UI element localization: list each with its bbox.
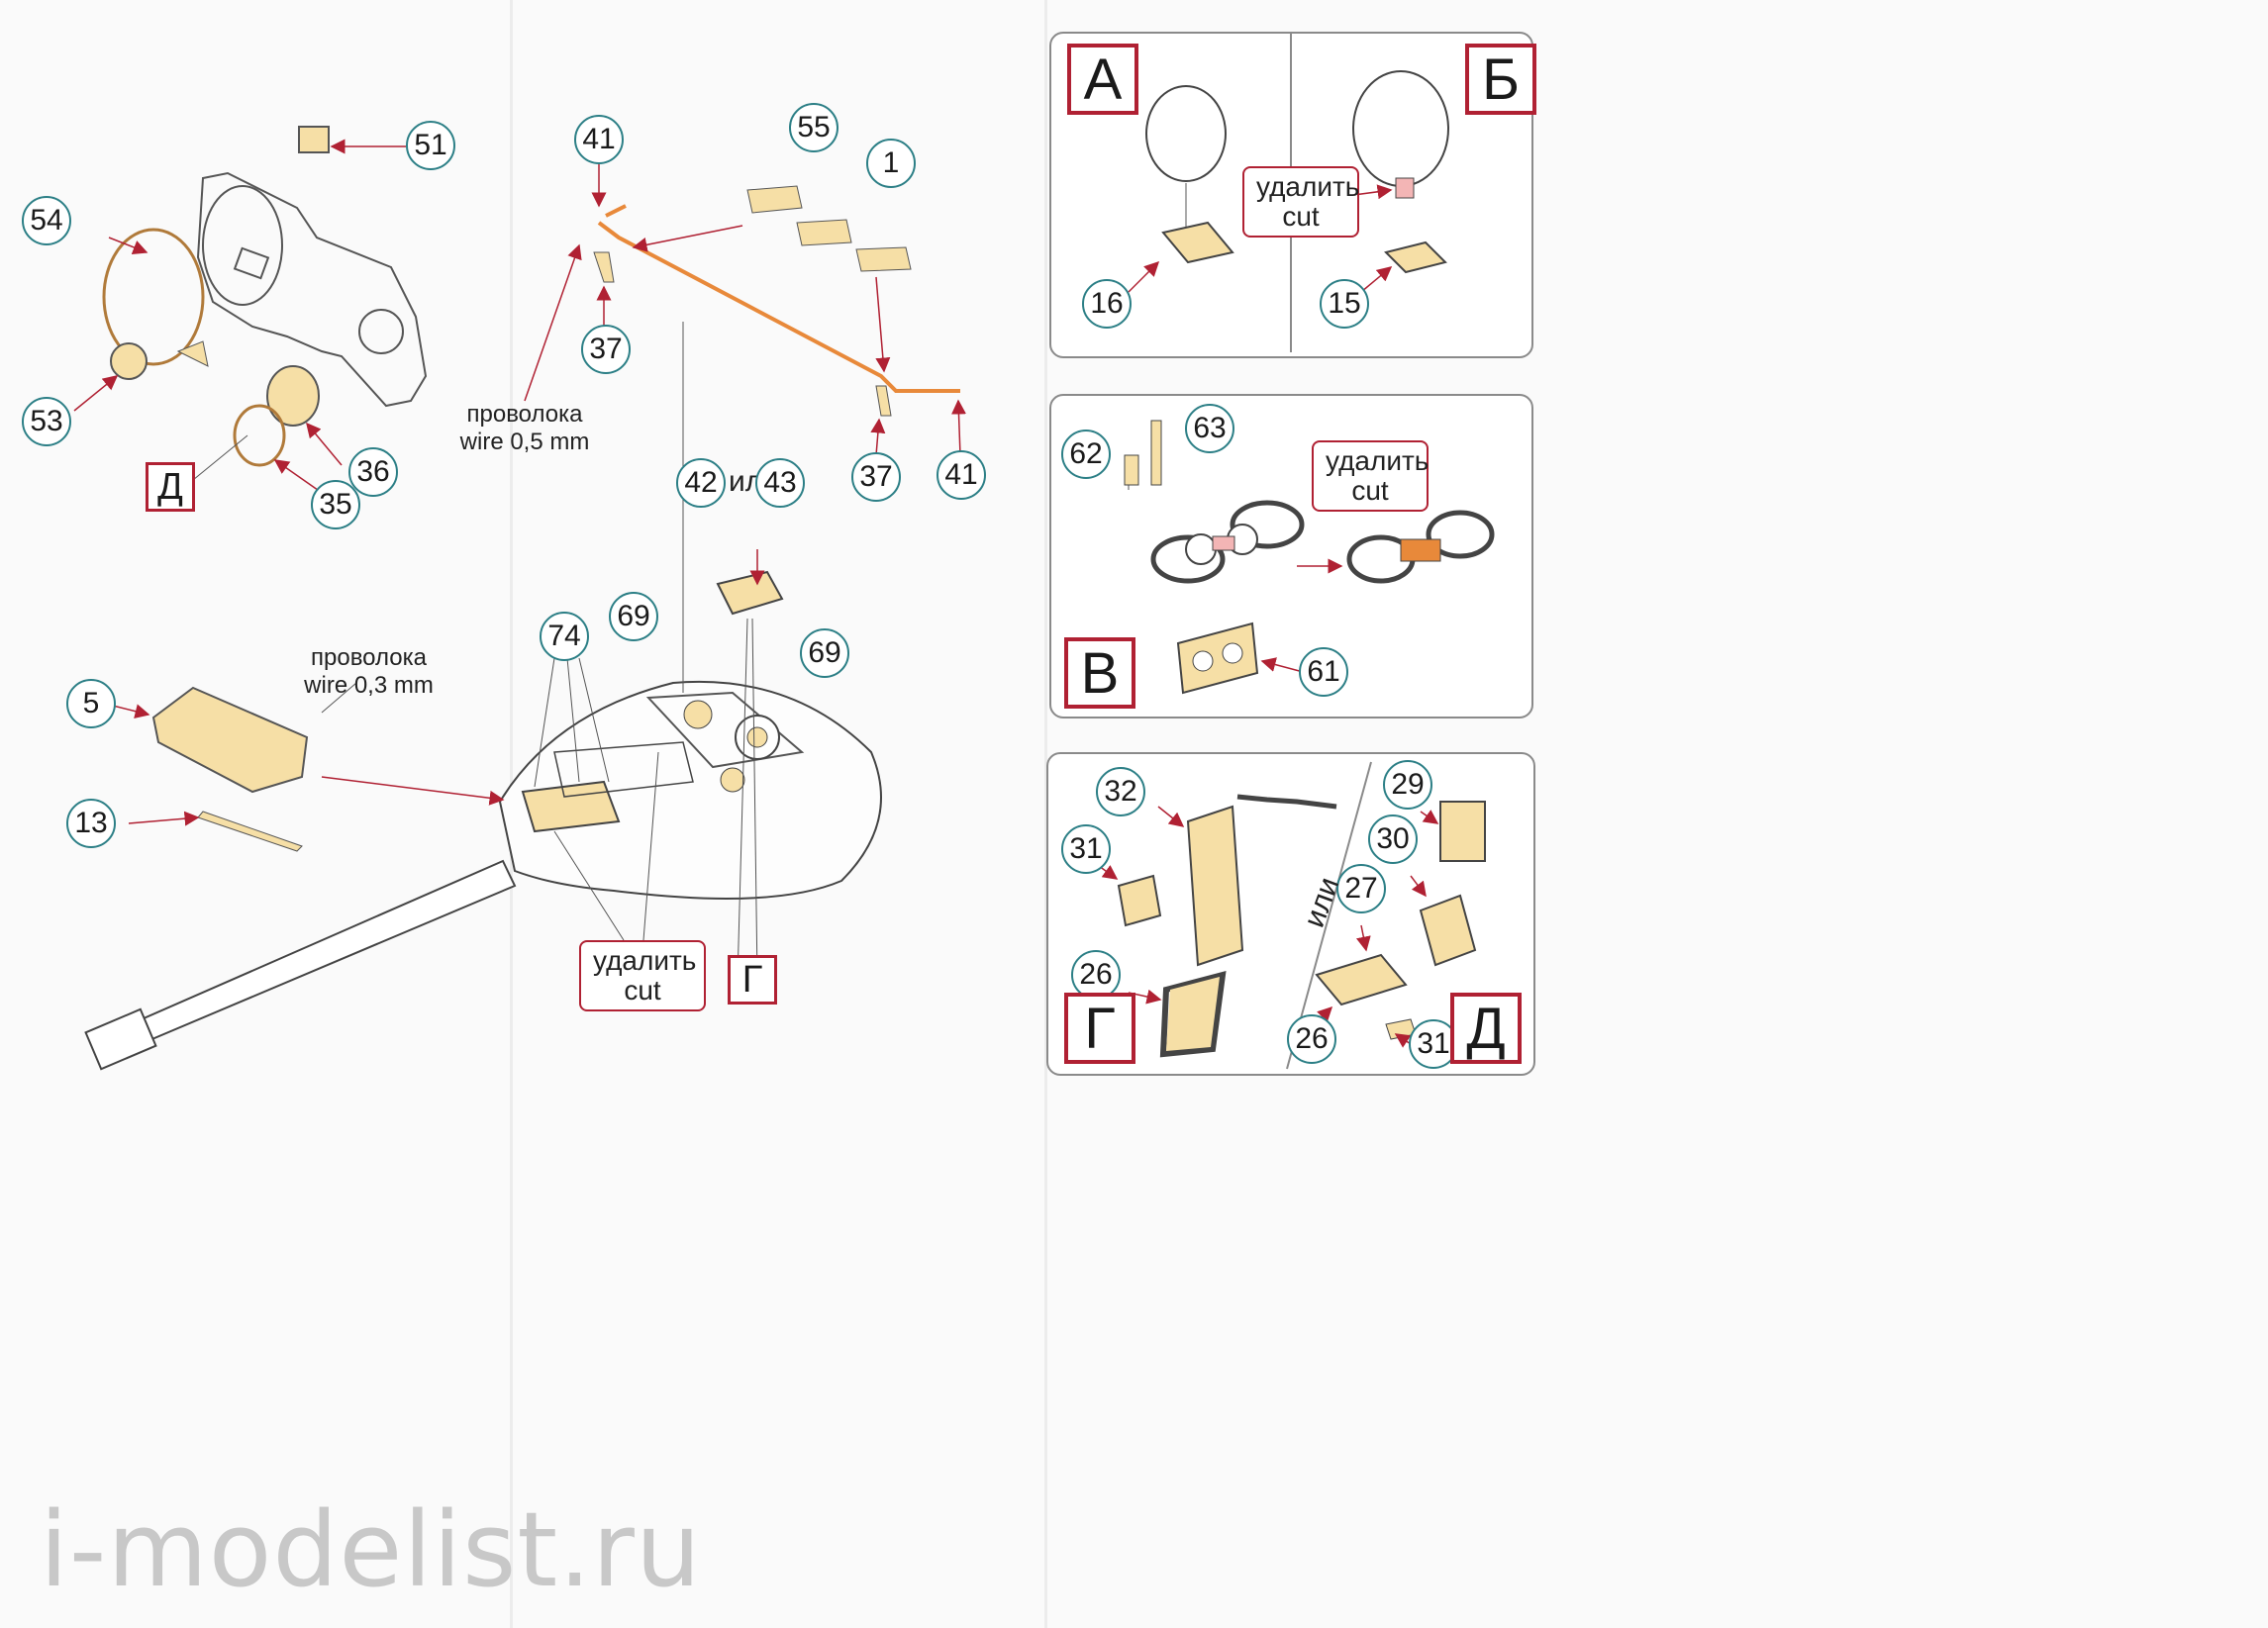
cut-note-ru: удалить	[593, 945, 697, 976]
cut-note: удалить cut	[1242, 166, 1359, 238]
view-tag-d: Д	[1450, 993, 1522, 1064]
view-tag-g: Г	[1064, 993, 1135, 1064]
callout-part-5: 5	[66, 679, 116, 728]
callout-part-15: 15	[1320, 279, 1369, 329]
cut-note-ru: удалить	[1326, 445, 1430, 476]
callout-part-69: 69	[800, 628, 849, 678]
callout-part-37: 37	[851, 452, 901, 502]
cut-note-en: cut	[624, 975, 661, 1006]
wire-note-03: проволока wire 0,3 mm	[297, 644, 441, 700]
callout-part-27: 27	[1336, 864, 1386, 913]
callout-part-61: 61	[1299, 647, 1348, 697]
callout-part-69: 69	[609, 592, 658, 641]
callout-part-41: 41	[937, 450, 986, 500]
callout-part-32: 32	[1096, 767, 1145, 816]
callout-part-36: 36	[348, 447, 398, 497]
callout-part-37: 37	[581, 325, 631, 374]
page-fold	[1044, 0, 1047, 1628]
gun-barrel	[117, 859, 517, 1051]
callout-part-63: 63	[1185, 404, 1234, 453]
callout-part-31: 31	[1061, 824, 1111, 874]
callout-part-26: 26	[1287, 1014, 1336, 1064]
handrail-wire	[597, 221, 960, 393]
cut-note-en: cut	[1351, 475, 1389, 506]
callout-part-53: 53	[22, 397, 71, 446]
callout-part-42: 42	[676, 458, 726, 508]
cut-note-en: cut	[1282, 201, 1320, 232]
callout-part-41: 41	[574, 115, 624, 164]
callout-part-35: 35	[311, 480, 360, 529]
cut-note: удалить cut	[1312, 440, 1429, 512]
callout-part-62: 62	[1061, 430, 1111, 479]
callout-part-29: 29	[1383, 760, 1432, 810]
gasket-ring-54	[102, 228, 205, 366]
stowage-box	[151, 686, 309, 794]
callout-part-55: 55	[789, 103, 838, 152]
callout-part-74: 74	[540, 612, 589, 661]
wire-note-en: wire 0,3 mm	[304, 672, 434, 699]
cut-note-ru: удалить	[1256, 171, 1360, 202]
callout-part-51: 51	[406, 121, 455, 170]
callout-part-43: 43	[755, 458, 805, 508]
view-tag-a: А	[1067, 44, 1138, 115]
callout-part-54: 54	[22, 196, 71, 245]
rear-plate	[196, 171, 428, 408]
turret-body	[498, 680, 882, 900]
view-tag-b: Б	[1465, 44, 1536, 115]
view-tag-d: Д	[146, 462, 195, 512]
callout-part-16: 16	[1082, 279, 1132, 329]
callout-part-30: 30	[1368, 814, 1418, 864]
wire-note-05: проволока wire 0,5 mm	[455, 401, 594, 456]
wire-note-ru: проволока	[311, 644, 427, 671]
view-tag-g: Г	[728, 955, 777, 1005]
callout-part-13: 13	[66, 799, 116, 848]
wire-note-ru: проволока	[466, 401, 583, 428]
watermark: i-modelist.ru	[40, 1489, 702, 1610]
view-tag-v: В	[1064, 637, 1135, 709]
wire-note-en: wire 0,5 mm	[459, 429, 590, 455]
cut-note: удалить cut	[579, 940, 706, 1011]
callout-part-1: 1	[866, 139, 916, 188]
